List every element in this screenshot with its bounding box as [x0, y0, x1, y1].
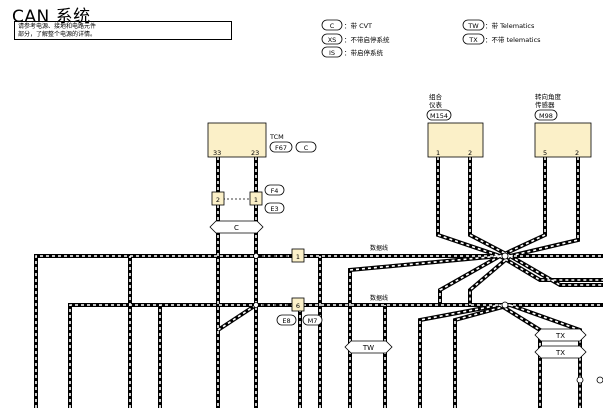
legend-text: ：带 CVT: [344, 22, 372, 30]
legend-item-tx: TX ：不带 telematics: [462, 33, 541, 45]
connector-pin: 1: [254, 196, 258, 204]
tcm-pin-right: 23: [251, 149, 259, 157]
tcm-option: C: [304, 144, 309, 152]
legend-item-is: IS ：带启停系统: [321, 46, 384, 58]
legend-code: TX: [468, 36, 478, 44]
splice-dot: [253, 253, 259, 259]
option-tx-tag-2: TX: [534, 345, 587, 359]
wires: [34, 157, 603, 408]
sensor-connector: M98: [539, 112, 553, 120]
combination-meter-component: 组合 仪表 M154 1 2: [426, 92, 484, 158]
note-box: 请参考电源、接地和电路元件 部分，了解整个电源的详情。: [14, 21, 232, 40]
note-line-2: 部分，了解整个电源的详情。: [18, 31, 97, 38]
junction-label-m7: M7: [308, 317, 318, 325]
option-tw-label: TW: [362, 344, 374, 352]
splice-dot: [596, 376, 603, 384]
splice-dot: [253, 302, 259, 308]
bus-label-2: 数据线: [370, 294, 388, 302]
page-title: CAN 系统: [12, 7, 91, 27]
legend-item-c: C ：带 CVT: [321, 19, 372, 31]
legend-item-tw: TW ：带 Telematics: [462, 19, 535, 31]
sensor-pin-right: 2: [575, 149, 579, 157]
splice-dot: [501, 252, 509, 260]
note-line-1: 请参考电源、接地和电路元件: [18, 23, 97, 30]
option-tx-tag-1: TX: [534, 328, 587, 342]
junction-6: 6 E8 M7 数据线: [262, 294, 388, 326]
connector-f4-e3: 2 1 F4 E3: [211, 184, 285, 214]
junction-label-e8: E8: [282, 317, 290, 325]
legend-text: ：带启停系统: [344, 48, 384, 57]
sensor-pin-left: 5: [543, 149, 547, 157]
legend-item-xs: XS ：不带启停系统: [321, 33, 390, 45]
sensor-label-1: 转向角度: [535, 92, 562, 101]
option-tw-tag: TW: [344, 340, 393, 354]
connector-label-f4: F4: [271, 187, 279, 195]
legend-text: ：不带 telematics: [485, 36, 541, 44]
tcm-pin-left: 33: [213, 149, 221, 157]
connector-label-e3: E3: [270, 205, 278, 213]
legend-code: XS: [328, 36, 337, 44]
tcm-connector: F67: [275, 144, 287, 152]
bus-label-1: 数据线: [370, 244, 388, 252]
option-tx-label: TX: [555, 349, 565, 357]
legend-code: C: [330, 22, 335, 30]
steering-angle-sensor-component: 转向角度 传感器 M98 5 2: [534, 92, 592, 158]
connector-pin: 2: [216, 196, 220, 204]
legend-code: TW: [467, 22, 479, 30]
junction-pin: 6: [296, 302, 300, 310]
sensor-label-2: 传感器: [535, 100, 555, 109]
legend-text: ：不带启停系统: [344, 35, 390, 44]
tcm-label: TCM: [269, 133, 284, 141]
legend-code: IS: [329, 49, 335, 57]
meter-label-2: 仪表: [429, 100, 443, 109]
legend-text: ：带 Telematics: [485, 22, 535, 30]
meter-pin-right: 2: [468, 149, 472, 157]
splice-dot: [576, 376, 584, 384]
legend: C ：带 CVT XS ：不带启停系统 IS ：带启停系统 TW ：带 Tele…: [321, 19, 541, 58]
option-c-tag: C: [209, 220, 264, 234]
option-c-label: C: [234, 224, 239, 232]
option-tx-label: TX: [555, 332, 565, 340]
meter-connector: M154: [430, 112, 448, 120]
tcm-component: 33 23 TCM F67 C: [207, 122, 317, 158]
meter-label-1: 组合: [429, 92, 443, 101]
splice-dot: [501, 301, 509, 309]
junction-pin: 1: [296, 253, 300, 261]
meter-pin-left: 1: [436, 149, 440, 157]
junction-1: 1 数据线: [262, 244, 388, 263]
